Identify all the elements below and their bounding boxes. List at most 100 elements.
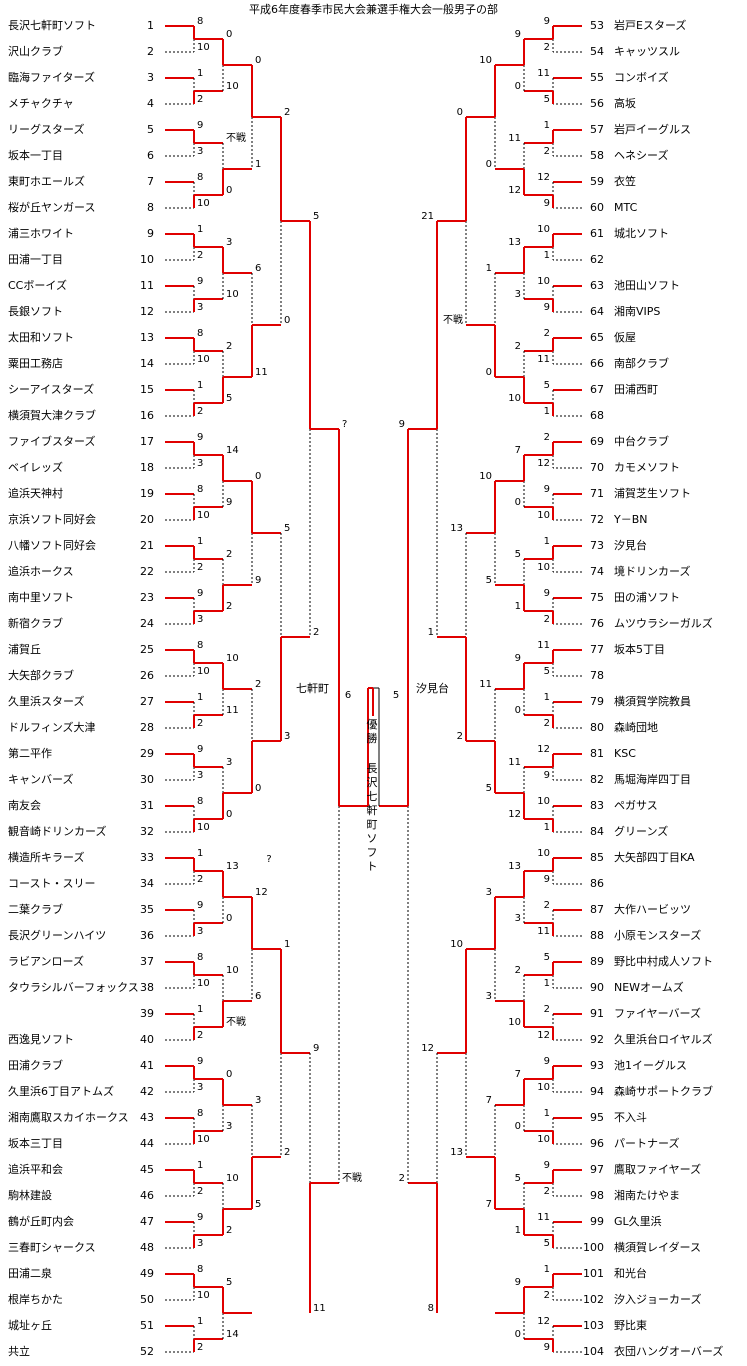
team-seed: 62: [590, 253, 604, 266]
score-label: 5: [544, 94, 550, 105]
score-label: 8: [197, 172, 203, 183]
team-name: コースト・スリー: [8, 877, 96, 890]
team-name: 追浜ホークス: [8, 565, 74, 578]
team-name: 鶴が丘町内会: [8, 1215, 74, 1228]
team-seed: 20: [140, 513, 154, 526]
score-label: 3: [486, 991, 492, 1002]
score-label: 2: [399, 1173, 405, 1184]
score-label: 8: [197, 328, 203, 339]
team-name: 浦賀芝生ソフト: [614, 487, 691, 500]
score-label: 0: [515, 1121, 521, 1132]
page-title: 平成6年度春季市民大会兼選手権大会一般男子の部: [249, 3, 498, 16]
score-label: 3: [515, 913, 521, 924]
score-label: 10: [537, 1134, 550, 1145]
team-name: 長沢グリーンハイツ: [8, 929, 107, 942]
score-label: 12: [537, 1316, 550, 1327]
team-seed: 55: [590, 71, 604, 84]
team-name: 高坂: [614, 97, 636, 110]
team-seed: 2: [147, 45, 154, 58]
score-label: 0: [226, 185, 232, 196]
score-label: 1: [197, 380, 203, 391]
team-seed: 61: [590, 227, 604, 240]
score-label: 5: [544, 952, 550, 963]
score-label: 9: [544, 874, 550, 885]
score-label: 11: [313, 1303, 326, 1314]
score-label: 13: [450, 523, 463, 534]
team-seed: 83: [590, 799, 604, 812]
score-label: 21: [421, 211, 434, 222]
score-label: ?: [342, 419, 347, 430]
score-label: 9: [197, 1212, 203, 1223]
score-label: 11: [537, 926, 550, 937]
score-label: 3: [515, 289, 521, 300]
score-label: 1: [544, 822, 550, 833]
score-label: 8: [197, 16, 203, 27]
team-seed: 92: [590, 1033, 604, 1046]
team-seed: 102: [583, 1293, 604, 1306]
score-label: 9: [255, 575, 261, 586]
score-label: 8: [197, 952, 203, 963]
team-seed: 47: [140, 1215, 154, 1228]
team-name: 桜が丘ヤンガース: [8, 201, 96, 214]
team-name: 田浦二泉: [8, 1267, 52, 1280]
champion-name: 長沢七軒町ソフト: [366, 762, 378, 873]
score-label: 10: [226, 653, 239, 664]
team-seed: 88: [590, 929, 604, 942]
team-seed: 57: [590, 123, 604, 136]
score-label: 11: [479, 679, 492, 690]
score-label: 3: [226, 1121, 232, 1132]
score-label: 10: [537, 1082, 550, 1093]
score-label: 10: [197, 1134, 210, 1145]
score-label: 8: [428, 1303, 434, 1314]
score-label: 9: [313, 1043, 319, 1054]
score-label: 1: [197, 536, 203, 547]
team-name: 池田山ソフト: [614, 279, 680, 292]
team-seed: 42: [140, 1085, 154, 1098]
team-seed: 76: [590, 617, 604, 630]
score-label: 5: [226, 393, 232, 404]
score-label: 10: [508, 1017, 521, 1028]
team-name: 久里浜台ロイヤルズ: [614, 1033, 713, 1046]
score-label: 2: [197, 1030, 203, 1041]
score-label: 10: [479, 55, 492, 66]
team-name: 大作ハービッツ: [614, 903, 691, 916]
team-name: 観音崎ドリンカーズ: [8, 825, 107, 838]
score-label: 12: [537, 172, 550, 183]
team-name: タウラシルバーフォックス: [8, 981, 139, 994]
score-label: 1: [544, 120, 550, 131]
team-seed: 100: [583, 1241, 604, 1254]
score-label: 0: [255, 471, 261, 482]
team-name: パートナーズ: [614, 1137, 680, 1150]
team-seed: 5: [147, 123, 154, 136]
score-label: 10: [197, 666, 210, 677]
score-label: 14: [226, 445, 239, 456]
score-label: 2: [226, 549, 232, 560]
team-name: 横須賀レイダース: [614, 1241, 702, 1254]
team-seed: 81: [590, 747, 604, 760]
team-name: ムツウラシーガルズ: [614, 617, 713, 630]
team-name: 仮屋: [614, 331, 636, 344]
score-label: 5: [515, 549, 521, 560]
score-label: 1: [197, 692, 203, 703]
team-name: 南中里ソフト: [8, 591, 74, 604]
score-label: 0: [457, 107, 463, 118]
team-seed: 103: [583, 1319, 604, 1332]
team-name: 西逸見ソフト: [8, 1033, 74, 1046]
score-label: 9: [197, 432, 203, 443]
team-name: コンボイズ: [614, 71, 669, 84]
team-seed: 11: [140, 279, 154, 292]
team-name: 汐入ジョーカーズ: [614, 1293, 702, 1306]
team-name: 長沢七軒町ソフト: [8, 19, 96, 32]
score-label: 3: [197, 458, 203, 469]
team-name: 池1イーグルス: [614, 1059, 687, 1072]
team-name: Y－BN: [614, 513, 648, 526]
team-seed: 60: [590, 201, 604, 214]
score-label: 7: [515, 445, 521, 456]
team-seed: 12: [140, 305, 154, 318]
score-label: 10: [537, 796, 550, 807]
score-label: 1: [428, 627, 434, 638]
score-label: 2: [197, 874, 203, 885]
score-label: 3: [197, 614, 203, 625]
team-seed: 46: [140, 1189, 154, 1202]
team-name: 追浜平和会: [8, 1163, 63, 1176]
